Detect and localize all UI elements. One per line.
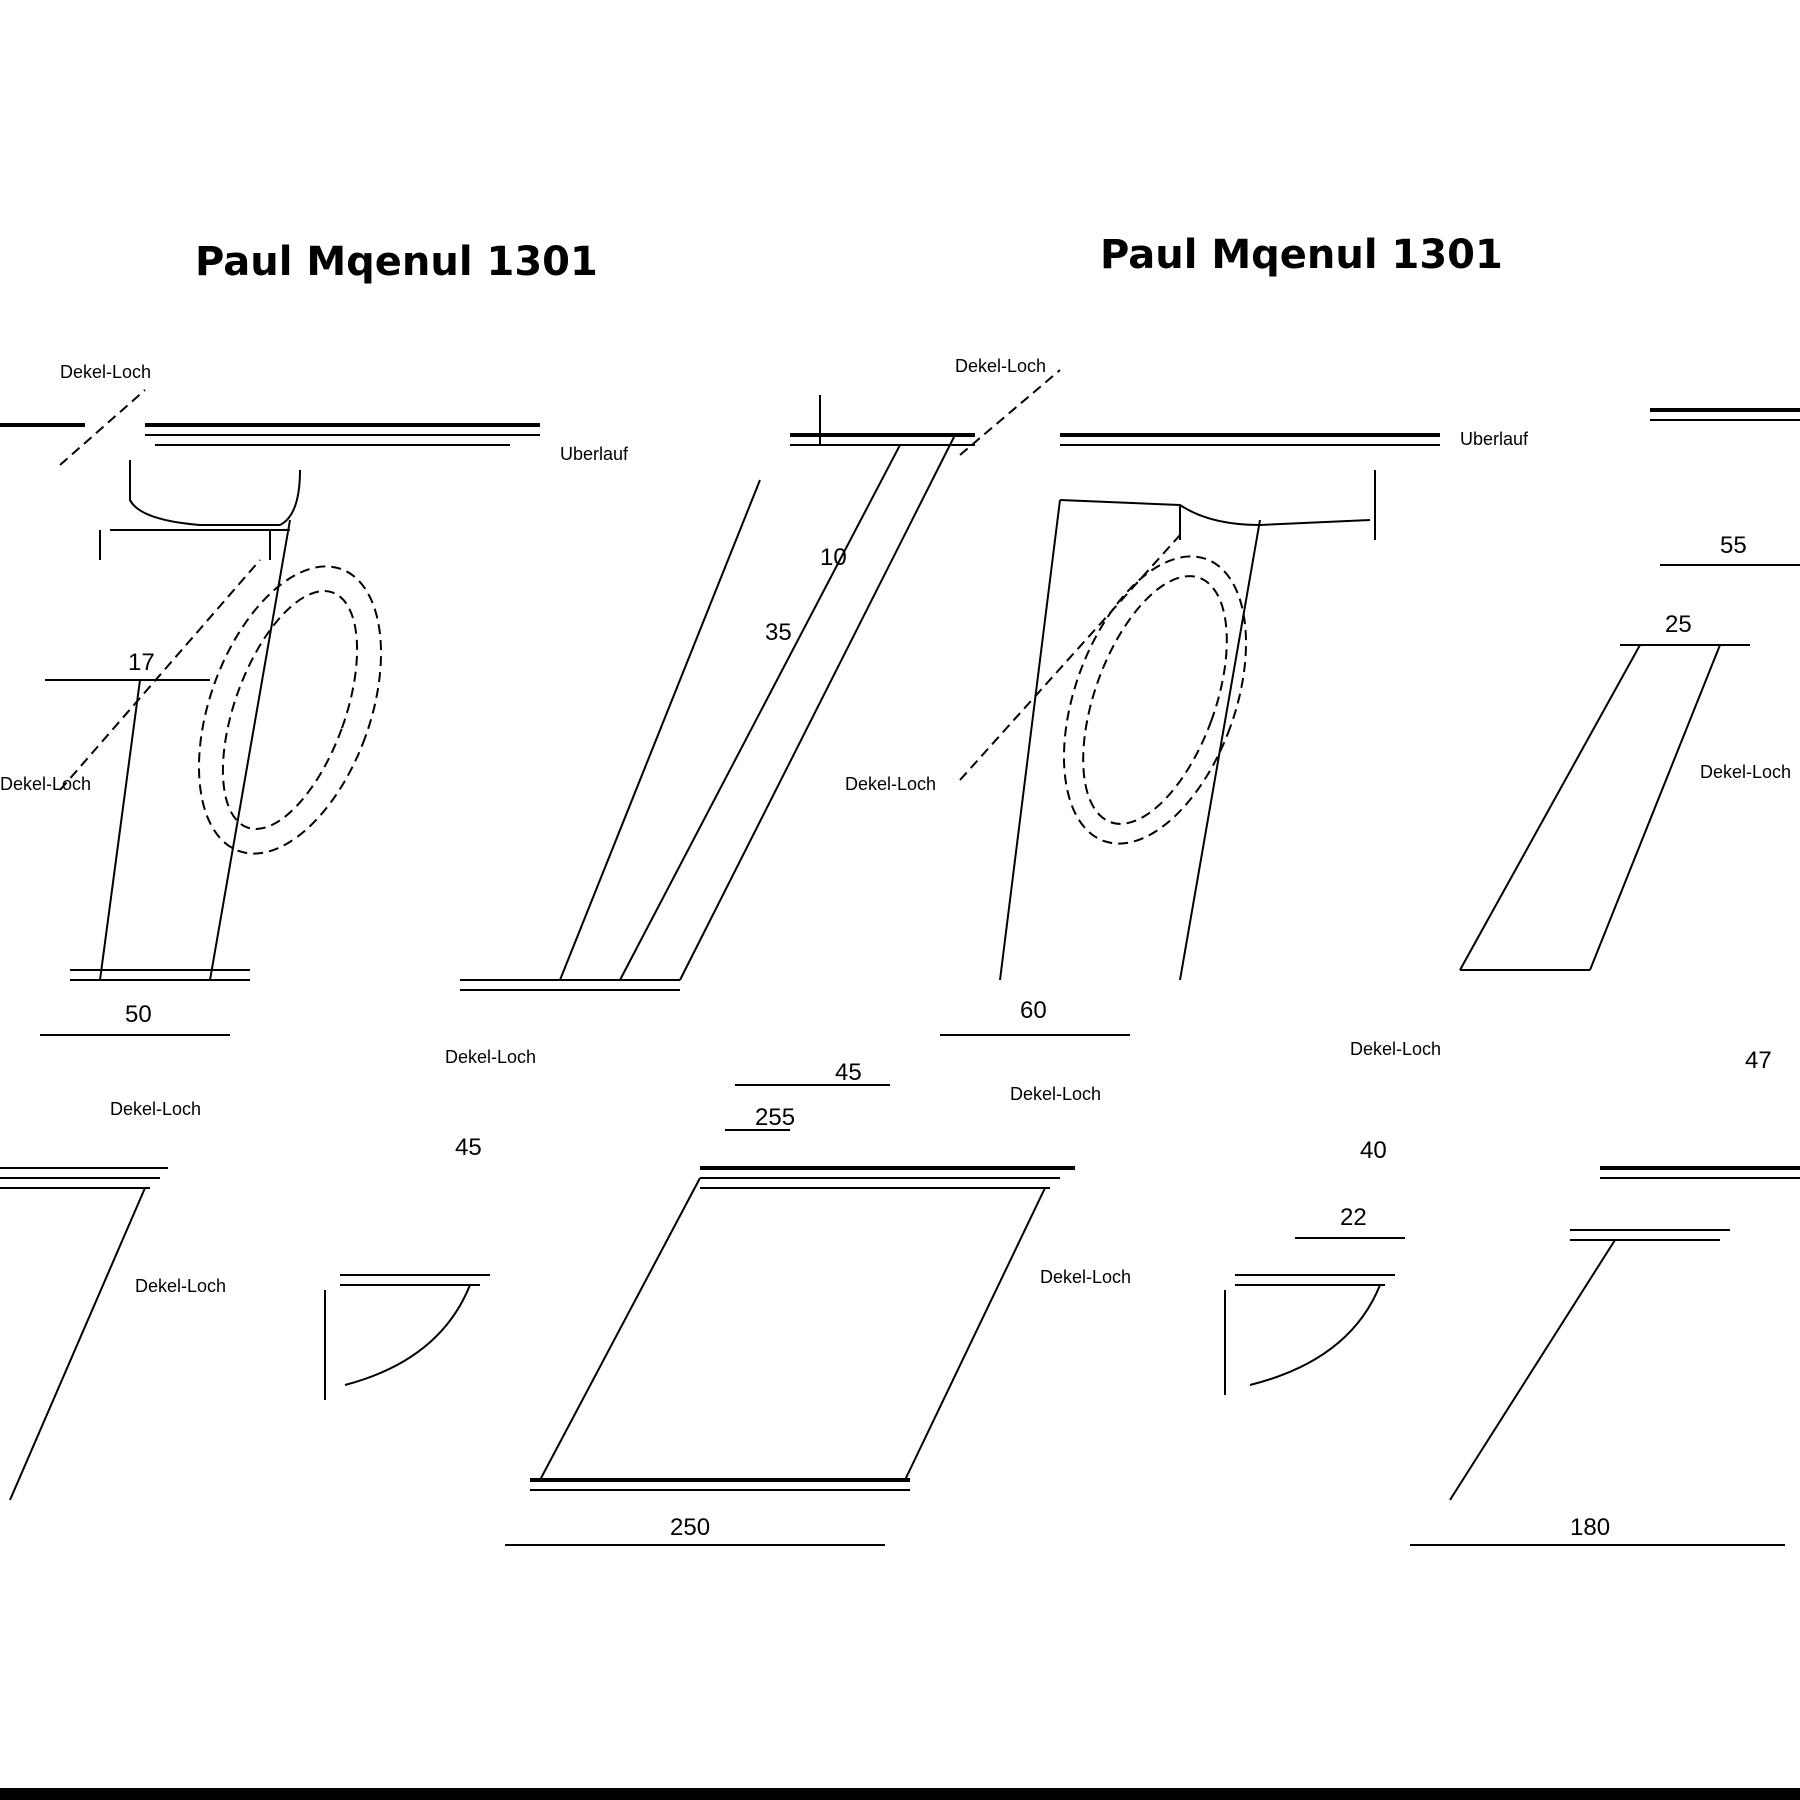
dim-45-center: 45 (835, 1059, 862, 1086)
bottom-right-profile-drawing: 180 47 Dekel-Loch (1410, 762, 1800, 1546)
dim-60-top: 60 (1020, 997, 1047, 1024)
label-bottom-center-dekel: Dekel-Loch (1010, 1084, 1101, 1104)
label-mid-dekel: Dekel-Loch (955, 356, 1046, 376)
dim-17: 17 (128, 649, 155, 676)
dim-255: 255 (755, 1104, 795, 1131)
dim-10: 10 (820, 544, 847, 571)
dim-55: 55 (1720, 532, 1747, 559)
label-bottom-right-dekel: Dekel-Loch (1700, 762, 1791, 782)
bottom-center-profile-drawing: 45 255 250 Dekel-Loch Dekel-Loch (505, 1059, 1131, 1546)
dim-35: 35 (765, 619, 792, 646)
label-top-left-dekel: Dekel-Loch (60, 362, 151, 382)
footer-bar (0, 1788, 1800, 1800)
dim-50: 50 (125, 1001, 152, 1028)
bottom-curved-profile-2: 22 40 (1224, 1137, 1405, 1395)
top-right-basin-drawing: 60 Uberlauf Dekel-Loch (845, 369, 1529, 1036)
left-drawing-title: Paul Mqenul 1301 (195, 239, 598, 285)
label-top-left-drain: Dekel-Loch (0, 774, 91, 794)
label-top-right-drain: Dekel-Loch (845, 774, 936, 794)
bottom-curved-profile-1: 45 (324, 1134, 490, 1400)
dim-25-right: 25 (1665, 611, 1692, 638)
label-top-right-overflow: Uberlauf (1460, 429, 1529, 449)
dim-250: 250 (670, 1514, 710, 1541)
dim-22: 22 (1340, 1204, 1367, 1231)
top-left-basin-drawing: Dekel-Loch Uberlauf 17 50 Dekel-Loch (0, 362, 629, 1036)
far-right-profile-drawing: 55 25 Dekel-Loch (1350, 408, 1800, 1059)
bottom-left-partial-drawing: Dekel-Loch Dekel-Loch (0, 1099, 226, 1501)
right-drawing-title: Paul Mqenul 1301 (1100, 232, 1503, 278)
label-bottom-center-dekel-2: Dekel-Loch (1040, 1267, 1131, 1287)
label-bottom-left-dekel: Dekel-Loch (110, 1099, 201, 1119)
top-mid-profile-drawing: 35 10 Dekel-Loch Dekel-Loch (445, 356, 1046, 1067)
dim-45-small: 45 (455, 1134, 482, 1161)
dim-180: 180 (1570, 1514, 1610, 1541)
label-top-left-overflow: Uberlauf (560, 444, 629, 464)
dim-40: 40 (1360, 1137, 1387, 1164)
dim-47: 47 (1745, 1047, 1772, 1074)
label-mid-drain: Dekel-Loch (445, 1047, 536, 1067)
label-far-right-drain: Dekel-Loch (1350, 1039, 1441, 1059)
label-bottom-left-dekel-2: Dekel-Loch (135, 1276, 226, 1296)
